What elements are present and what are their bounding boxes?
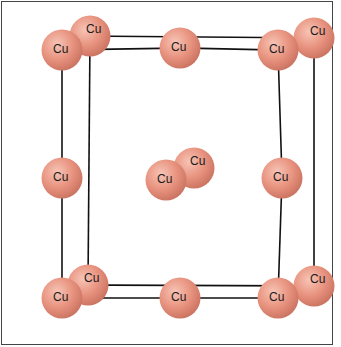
atom-ball [258,278,299,319]
element-symbol: Cu [269,290,284,304]
cell-edge [61,198,63,278]
cell-edge [61,70,63,158]
element-symbol: Cu [171,290,186,304]
atom-ball [42,158,83,199]
element-symbol: Cu [310,24,325,38]
atom-sphere [293,265,335,307]
element-symbol: Cu [53,170,68,184]
cell-edge [200,297,258,299]
element-symbol: Cu [86,22,101,36]
element-symbol: Cu [53,42,68,56]
copper-atom: Cu [293,265,335,307]
element-symbol: Cu [157,172,172,186]
copper-atom: Cu [257,29,299,71]
element-symbol: Cu [171,40,186,54]
element-symbol: Cu [53,290,68,304]
copper-atom: Cu [41,277,83,319]
element-symbol: Cu [273,170,288,184]
atom-ball [258,30,299,71]
atom-ball [294,266,335,307]
copper-atom: Cu [41,157,83,199]
atom-ball [42,278,83,319]
copper-atom: Cu [261,157,303,199]
element-symbol: Cu [84,271,99,285]
copper-atom: Cu [293,17,335,59]
copper-atom: Cu [257,277,299,319]
element-symbol: Cu [310,272,325,286]
outer-border [2,2,333,345]
element-symbol: Cu [190,154,205,168]
atom-ball [294,18,335,59]
copper-atom: Cu [41,29,83,71]
copper-atom: Cu [159,27,201,69]
element-symbol: Cu [269,42,284,56]
cell-edge [88,56,90,265]
copper-atom: Cu [159,277,201,319]
atom-ball [146,160,187,201]
cell-edge [313,58,315,266]
atom-ball [262,158,303,199]
atom-ball [160,28,201,69]
cell-edge [279,70,282,158]
copper-atom: Cu [145,159,187,201]
cell-edge [200,48,258,49]
cell-edge [279,198,282,278]
atom-ball [160,278,201,319]
atom-ball [42,30,83,71]
atom-sphere [293,17,335,59]
